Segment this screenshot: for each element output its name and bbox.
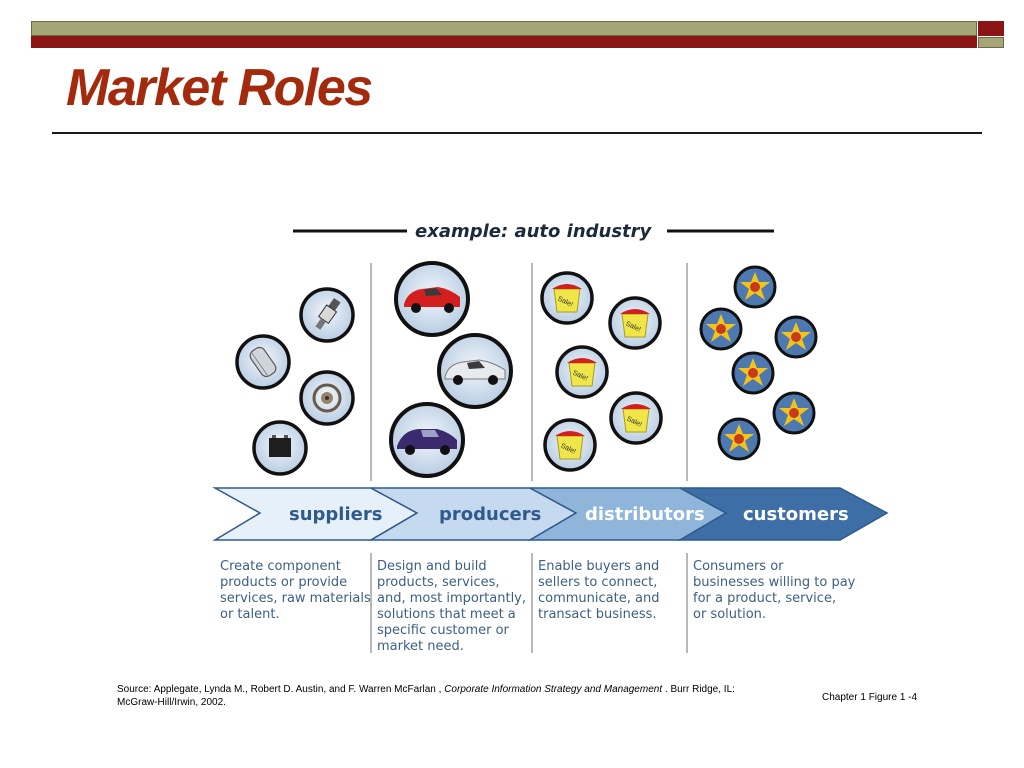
- description-line: or talent.: [220, 607, 280, 622]
- customer-icon: [772, 391, 816, 435]
- description-line: sellers to connect,: [538, 575, 657, 590]
- stage-description-suppliers: Create component products or provide ser…: [220, 559, 375, 622]
- header-corner-red: [978, 21, 1004, 36]
- description-line: specific customer or: [377, 623, 510, 638]
- description-line: products or provide: [220, 575, 347, 590]
- stage-description-customers: Consumers or businesses willing to pay f…: [693, 559, 860, 622]
- header-bar-maroon: [31, 36, 977, 48]
- source-citation: Source: Applegate, Lynda M., Robert D. A…: [117, 683, 767, 709]
- red-car-icon: [394, 261, 470, 337]
- description-line: products, services,: [377, 575, 500, 590]
- customer-icon: [774, 315, 818, 359]
- slide-title: Market Roles: [66, 59, 373, 117]
- purple-car-icon: [389, 402, 465, 478]
- stage-label-producers: producers: [439, 504, 541, 525]
- description-line: services, raw materials: [220, 591, 371, 606]
- description-line: transact business.: [538, 607, 657, 622]
- stage-description-distributors: Enable buyers and sellers to connect, co…: [538, 559, 664, 622]
- description-line: communicate, and: [538, 591, 659, 606]
- sale-tag-icon: Sale!: [540, 271, 594, 325]
- sale-tag-icon: Sale!: [555, 345, 609, 399]
- description-line: Design and build: [377, 559, 487, 574]
- description-line: solutions that meet a: [377, 607, 516, 622]
- description-line: businesses willing to pay: [693, 575, 856, 590]
- title-divider: [52, 132, 982, 134]
- description-line: market need.: [377, 639, 464, 654]
- silver-car-icon: [437, 333, 513, 409]
- sale-tag-icon: Sale!: [609, 391, 663, 445]
- description-line: or solution.: [693, 607, 766, 622]
- customer-icon: [731, 351, 775, 395]
- chevron-customers: [677, 487, 889, 541]
- description-line: Create component: [220, 559, 341, 574]
- source-title: Corporate Information Strategy and Manag…: [444, 684, 663, 695]
- engine-part-icon: [299, 370, 355, 426]
- example-label: example: auto industry: [415, 221, 653, 242]
- header-corner-olive: [978, 37, 1004, 48]
- muffler-icon: [235, 334, 291, 390]
- customer-icon: [733, 265, 777, 309]
- description-line: for a product, service,: [693, 591, 836, 606]
- header-bar-olive: [31, 21, 977, 36]
- description-line: and, most importantly,: [377, 591, 526, 606]
- description-line: Consumers or: [693, 559, 784, 574]
- market-roles-diagram: example: auto industry: [212, 221, 889, 654]
- source-prefix: Source: Applegate, Lynda M., Robert D. A…: [117, 684, 442, 695]
- description-line: Enable buyers and: [538, 559, 659, 574]
- customer-icon: [699, 307, 743, 351]
- spark-plug-icon: [299, 287, 355, 343]
- customer-icon: [717, 417, 761, 461]
- sale-tag-icon: Sale!: [608, 296, 662, 350]
- stage-label-customers: customers: [743, 504, 849, 525]
- source-suffix: . Burr Ridge, IL: McGraw-Hill/Irwin, 200…: [117, 684, 735, 708]
- stage-description-producers: Design and build products, services, and…: [377, 559, 530, 654]
- header-bar: [31, 21, 977, 48]
- figure-label: Chapter 1 Figure 1 -4: [822, 692, 918, 703]
- stage-label-suppliers: suppliers: [289, 504, 382, 525]
- sale-tag-icon: Sale!: [543, 418, 597, 472]
- stage-label-distributors: distributors: [585, 504, 705, 525]
- battery-icon: [252, 420, 308, 476]
